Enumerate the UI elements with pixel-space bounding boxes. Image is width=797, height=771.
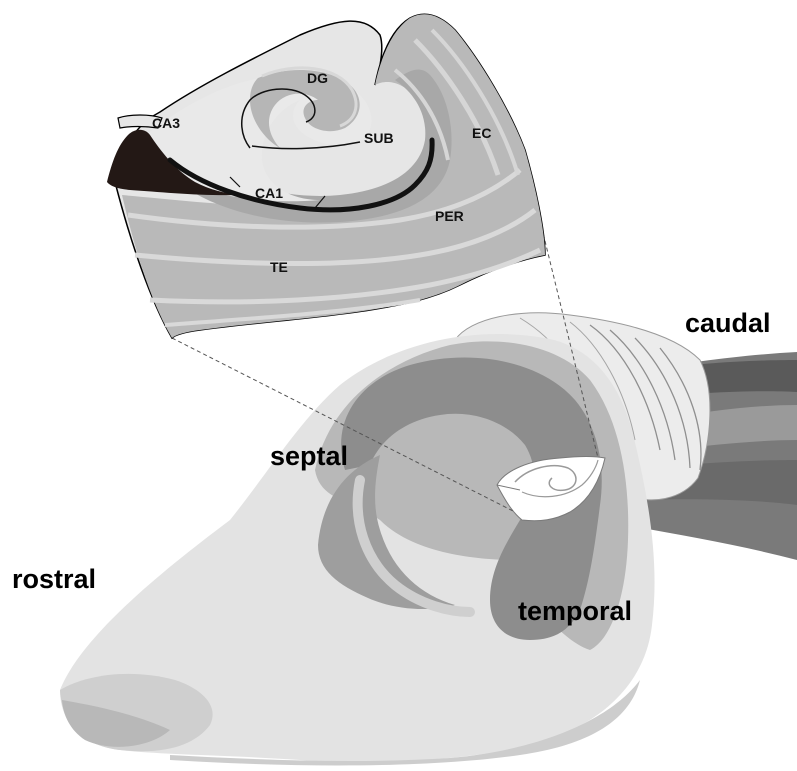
hippocampal-section: DG CA3 SUB EC CA1 PER TE <box>107 14 545 338</box>
label-septal: septal <box>270 441 348 471</box>
label-temporal: temporal <box>518 596 632 626</box>
label-ca3: CA3 <box>152 115 180 131</box>
label-caudal: caudal <box>685 308 771 338</box>
label-ca1: CA1 <box>255 185 283 201</box>
label-te: TE <box>270 259 288 275</box>
label-per: PER <box>435 208 464 224</box>
label-ec: EC <box>472 125 491 141</box>
rat-brain <box>60 313 797 766</box>
label-sub: SUB <box>364 130 394 146</box>
label-dg: DG <box>307 70 328 86</box>
label-rostral: rostral <box>12 564 96 594</box>
